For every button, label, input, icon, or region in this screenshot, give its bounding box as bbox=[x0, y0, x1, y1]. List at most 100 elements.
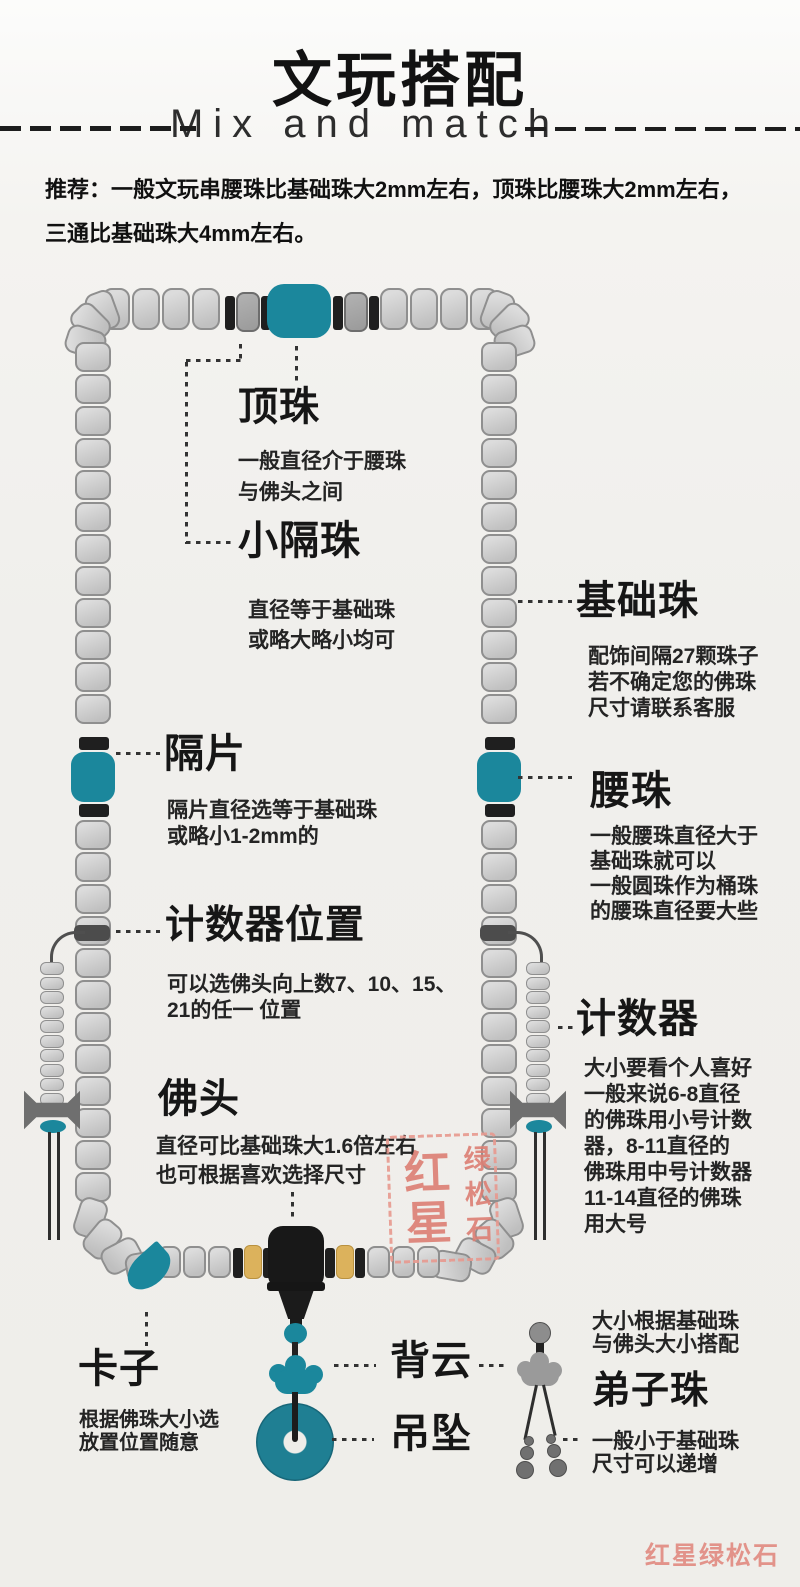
desc-buddha-head: 直径可比基础珠大1.6倍左右 也可根据喜欢选择尺寸 bbox=[156, 1135, 417, 1187]
page-title: 文玩搭配 bbox=[272, 47, 528, 114]
bead bbox=[75, 566, 111, 596]
bead bbox=[40, 962, 64, 975]
desc-spacer-disc: 隔片直径选等于基础珠 或略小1-2mm的 bbox=[167, 799, 377, 848]
bead bbox=[75, 1044, 111, 1074]
disciple-link bbox=[536, 1343, 544, 1354]
waist-bead-left bbox=[71, 752, 115, 802]
spacer-disc bbox=[333, 296, 343, 330]
label-buddha-head: 佛头 bbox=[158, 1077, 240, 1121]
bead-strip-top-left bbox=[102, 288, 220, 330]
bead bbox=[481, 820, 517, 850]
connector-counter-position bbox=[116, 930, 160, 933]
bead bbox=[40, 1034, 64, 1048]
bead bbox=[481, 566, 517, 596]
recommendation-text: 推荐：一般文玩串腰珠比基础珠大2mm左右，顶珠比腰珠大2mm左右， 三通比基础珠… bbox=[45, 168, 765, 256]
desc-disciple-bottom: 一般小于基础珠 尺寸可以递增 bbox=[592, 1430, 739, 1476]
buddha-head-bead bbox=[268, 1226, 324, 1290]
bead bbox=[183, 1246, 206, 1278]
bead bbox=[40, 976, 64, 990]
spacer-disc bbox=[355, 1248, 365, 1278]
label-crown-bead: 顶珠 bbox=[238, 385, 320, 429]
disciple-cord bbox=[523, 1384, 538, 1441]
counter-teal-disc bbox=[40, 1120, 66, 1133]
bead bbox=[75, 1108, 111, 1138]
accent-bead-yellow bbox=[336, 1245, 354, 1279]
disciple-bead bbox=[546, 1434, 556, 1444]
bead bbox=[481, 374, 517, 404]
label-pendant: 吊坠 bbox=[390, 1412, 472, 1456]
spacer-disc bbox=[225, 296, 235, 330]
pendant-cord bbox=[292, 1392, 298, 1442]
decor-dashes-left bbox=[0, 126, 196, 131]
bead bbox=[440, 288, 468, 330]
bead bbox=[75, 470, 111, 500]
connector-disciple-desc bbox=[563, 1438, 581, 1441]
desc-waist-bead: 一般腰珠直径大于 基础珠就可以 一般圆珠作为桶珠 的腰珠直径要大些 bbox=[590, 825, 758, 923]
back-cloud-bead bbox=[269, 1355, 323, 1395]
bead-strip-left-lower bbox=[75, 820, 111, 1202]
spacer-disc-gepian bbox=[485, 737, 515, 750]
bead bbox=[417, 1246, 440, 1278]
crown-bead bbox=[267, 284, 331, 338]
bead bbox=[75, 1140, 111, 1170]
connector-buddha-head bbox=[291, 1192, 294, 1222]
recommendation-line-2: 三通比基础珠大4mm左右。 bbox=[45, 221, 317, 246]
bead bbox=[40, 1005, 64, 1019]
counter-attach-disc bbox=[480, 925, 516, 941]
bead bbox=[481, 534, 517, 564]
connector-waist-bead bbox=[518, 776, 572, 779]
desc-crown-bead: 一般直径介于腰珠 与佛头之间 bbox=[238, 450, 406, 504]
watermark-footer: 红星绿松石 bbox=[645, 1542, 781, 1570]
label-clip: 卡子 bbox=[78, 1347, 160, 1391]
connector-crown bbox=[295, 346, 298, 384]
bead bbox=[526, 1078, 550, 1091]
bead bbox=[481, 1044, 517, 1074]
disciple-bead bbox=[520, 1446, 534, 1460]
connector-small-spacer bbox=[239, 344, 242, 362]
label-counter: 计数器 bbox=[576, 997, 699, 1041]
label-base-bead: 基础珠 bbox=[576, 579, 699, 623]
recommendation-line-1: 推荐：一般文玩串腰珠比基础珠大2mm左右，顶珠比腰珠大2mm左右， bbox=[45, 177, 742, 202]
bead bbox=[75, 630, 111, 660]
disciple-cloud-bead bbox=[517, 1352, 563, 1386]
stupa-neck bbox=[290, 1317, 302, 1325]
connector-clip bbox=[145, 1312, 148, 1346]
bead bbox=[75, 438, 111, 468]
stupa-cone bbox=[278, 1291, 314, 1319]
small-spacer-bead bbox=[236, 292, 260, 332]
counter-cord-hook bbox=[508, 931, 543, 966]
disciple-top-bead bbox=[529, 1322, 551, 1344]
connector-counter bbox=[558, 1026, 578, 1029]
disciple-cord bbox=[542, 1384, 557, 1436]
disciple-bead bbox=[547, 1444, 561, 1458]
label-back-cloud: 背云 bbox=[390, 1339, 472, 1383]
bead bbox=[40, 991, 64, 1004]
decor-dashes-right bbox=[525, 127, 800, 131]
spacer-disc bbox=[79, 804, 109, 817]
bead bbox=[75, 374, 111, 404]
bead bbox=[526, 1034, 550, 1048]
bead bbox=[75, 598, 111, 628]
connector-spacer-disc bbox=[116, 752, 160, 755]
bead bbox=[481, 1140, 517, 1170]
spacer-disc bbox=[485, 804, 515, 817]
bead bbox=[526, 1063, 550, 1077]
bead bbox=[367, 1246, 390, 1278]
disciple-bead bbox=[516, 1461, 534, 1479]
bead bbox=[380, 288, 408, 330]
small-teal-bead bbox=[284, 1323, 307, 1344]
bead bbox=[40, 1049, 64, 1062]
connector-disciple-cloud bbox=[479, 1364, 509, 1367]
bead bbox=[75, 852, 111, 882]
bead-strip-bottom-right bbox=[367, 1246, 440, 1278]
label-waist-bead: 腰珠 bbox=[590, 769, 672, 813]
counter-bead-stack bbox=[526, 962, 550, 1106]
bead bbox=[75, 884, 111, 914]
bead bbox=[75, 534, 111, 564]
counter-cord bbox=[57, 1132, 60, 1240]
stupa-lip bbox=[267, 1282, 325, 1291]
bead bbox=[40, 1020, 64, 1033]
bead bbox=[481, 980, 517, 1010]
spacer-disc bbox=[261, 296, 271, 330]
bead bbox=[481, 342, 517, 372]
